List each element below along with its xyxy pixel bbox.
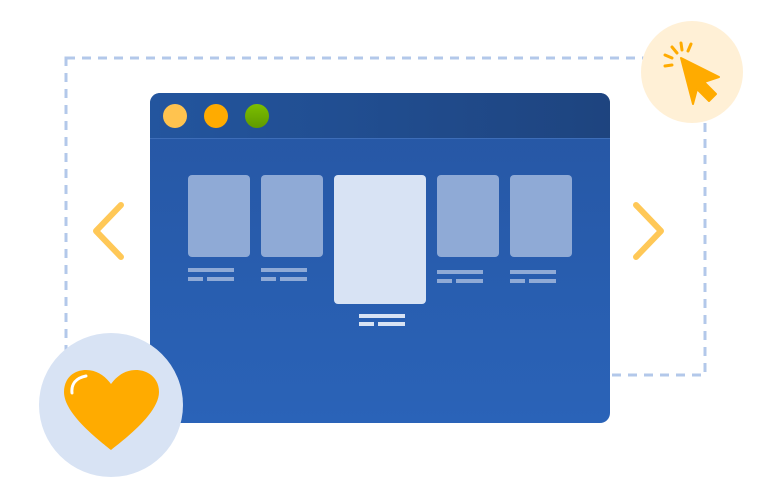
carousel-card[interactable] [437, 175, 499, 283]
heart-icon [64, 370, 159, 450]
carousel-card[interactable] [188, 175, 250, 281]
window-dot-green [245, 104, 269, 128]
carousel-cards [188, 175, 572, 326]
heart-badge [39, 333, 183, 477]
chevron-left-icon[interactable] [93, 202, 124, 260]
carousel-card-active[interactable] [334, 175, 426, 326]
window-dot-orange [204, 104, 228, 128]
cursor-badge [641, 21, 743, 123]
window-titlebar [150, 93, 610, 138]
carousel-card[interactable] [510, 175, 572, 283]
chevron-right-icon[interactable] [633, 202, 664, 260]
window-dot-yellow [163, 104, 187, 128]
carousel-card[interactable] [261, 175, 323, 281]
cursor-click-icon [663, 41, 720, 105]
heart-shine [70, 374, 88, 395]
